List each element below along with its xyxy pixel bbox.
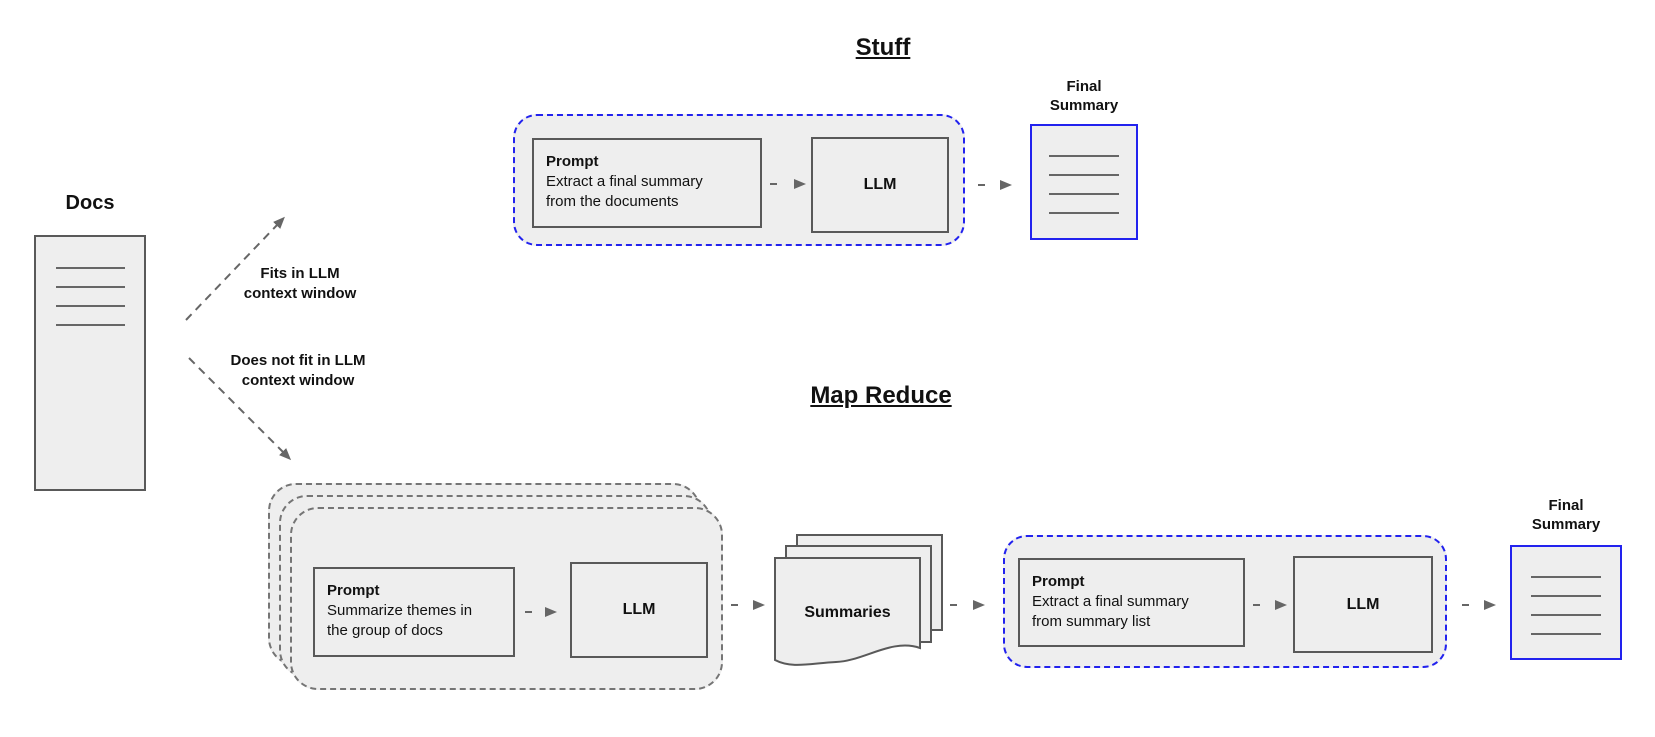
stuff-prompt-title: Prompt	[546, 153, 599, 170]
stuff-final-summary-document-icon	[1030, 124, 1138, 240]
stuff-llm-box: LLM	[811, 137, 949, 233]
stuff-llm-label: LLM	[863, 176, 897, 193]
reduce-final-summary-label: Final Summary	[1531, 497, 1601, 533]
map-llm-box: LLM	[570, 562, 708, 658]
not-fit-branch-label: Does not fit in LLM context window	[230, 352, 366, 389]
reduce-prompt-body: Extract a final summary from summary lis…	[1032, 593, 1189, 630]
docs-document-icon	[34, 235, 146, 491]
map-prompt-box: Prompt Summarize themes in the group of …	[313, 567, 515, 657]
stuff-prompt-box: Prompt Extract a final summary from the …	[532, 138, 762, 228]
reduce-prompt-title: Prompt	[1032, 573, 1085, 590]
doc-lines	[1032, 126, 1136, 214]
doc-lines	[36, 237, 144, 326]
reduce-llm-box: LLM	[1293, 556, 1433, 653]
docs-label: Docs	[65, 192, 115, 214]
reduce-final-summary-document-icon	[1510, 545, 1622, 660]
stuff-title: Stuff	[855, 34, 911, 61]
map-llm-label: LLM	[622, 601, 656, 618]
summaries-pages-icon	[774, 534, 943, 666]
reduce-prompt-box: Prompt Extract a final summary from summ…	[1018, 558, 1245, 647]
reduce-llm-label: LLM	[1346, 595, 1380, 613]
map-prompt-title: Prompt	[327, 582, 380, 599]
fits-branch-label: Fits in LLM context window	[243, 265, 357, 302]
map-prompt-body: Summarize themes in the group of docs	[327, 602, 473, 639]
doc-lines	[1512, 547, 1620, 635]
stuff-final-summary-label: Final Summary	[1049, 78, 1119, 114]
map-reduce-title: Map Reduce	[810, 382, 952, 409]
summaries-label: Summaries	[804, 604, 891, 621]
stuff-prompt-body: Extract a final summary from the documen…	[546, 173, 703, 210]
